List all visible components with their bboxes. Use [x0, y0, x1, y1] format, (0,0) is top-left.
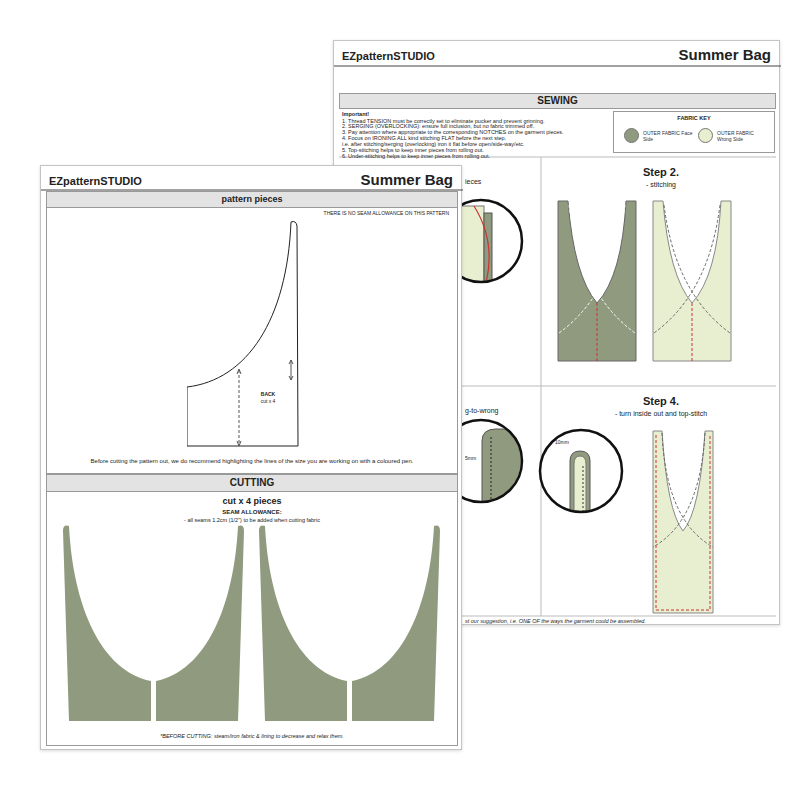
step-subtitle: g-to-wrong: [465, 407, 498, 415]
node-text: - all seams 1.2cm (1/2") to be added whe…: [47, 517, 457, 523]
drawing-path: [574, 456, 586, 513]
node-text: Summer Bag: [360, 171, 453, 188]
drawing-path: [653, 431, 713, 613]
node-text: Step 2.: [541, 166, 781, 179]
pattern-piece: BACKcut x 4: [187, 220, 299, 447]
note-heading: Important!: [342, 111, 369, 117]
step4-bag: [653, 431, 713, 613]
legend-text: OUTER FABRIC Face Side: [643, 130, 693, 142]
pattern-piece-outline: [187, 220, 299, 447]
step-panel: Step 4. - turn inside out and top-stitch: [541, 386, 781, 616]
drawing-path: [474, 206, 489, 283]
drawing-path: [597, 303, 598, 361]
drawing-path: [156, 526, 244, 721]
node-text: Before cutting the pattern out, we do re…: [47, 458, 457, 465]
drawing-g: [570, 451, 590, 513]
drawing-path: [653, 201, 731, 361]
drawing-path: [239, 370, 240, 446]
drawing-path: [583, 466, 584, 513]
node-text: THERE IS NO SEAM ALLOWANCE ON THIS PATTE…: [324, 211, 449, 217]
node-text: EZpatternSTUDIO: [342, 50, 435, 63]
pattern-sheet: EZpatternSTUDIO Summer Bag pattern piecesT…: [40, 165, 462, 750]
drawing-path: [570, 451, 590, 513]
header-rule: [334, 66, 781, 67]
dimension-label: 5mm: [465, 456, 476, 462]
legend-swatch: [698, 128, 713, 143]
node-text: SEAM ALLOWANCE:: [47, 509, 457, 516]
drawing-circle: [540, 430, 622, 512]
note-line: 3. Pay attention where appropriate to th…: [342, 129, 564, 135]
step-subtitle: ieces: [465, 178, 481, 186]
node-text: Summer Bag: [678, 46, 771, 63]
node-text: BACK: [251, 392, 285, 398]
drawing-g: [482, 429, 526, 503]
node-text: cut x 4: [251, 399, 285, 405]
step-panel: Step 2. - stitching: [541, 157, 781, 386]
node-text: cut x 4 pieces: [47, 496, 457, 506]
fabric-key-box: FABRIC KEY OUTER FABRIC Face Side OUTER FA…: [613, 111, 775, 153]
note-line: i.e. after stitching/serging (overlockin…: [342, 141, 525, 147]
drawing-path: [63, 526, 151, 721]
step2-bag-face: [558, 201, 636, 361]
dimension-label: 10mm: [555, 440, 569, 446]
node-text: - stitching: [541, 181, 781, 189]
section-band: SEWING: [339, 93, 776, 109]
drawing-path: [558, 201, 636, 361]
node-text: pattern pieces: [47, 192, 457, 208]
drawing-path: [259, 526, 347, 721]
drawing-path: [289, 360, 293, 380]
note-line: 4. Focus on IRONING ALL kind stitching F…: [342, 135, 506, 141]
legend-swatch: [624, 128, 639, 143]
node-text: *BEFORE CUTTING: steam/iron fabric & lin…: [47, 733, 457, 739]
node-text: EZpatternSTUDIO: [49, 175, 142, 188]
pattern-section: pattern piecesTHERE IS NO SEAM ALLOWANCE…: [46, 191, 458, 474]
drawing-path: [237, 369, 241, 446]
drawing-path: [491, 437, 492, 503]
drawing-circle: [540, 430, 622, 512]
drawing-path: [187, 222, 298, 447]
drawing-path: [656, 435, 710, 610]
footnote: st our suggestion, i.e. ONE OF the ways …: [465, 618, 646, 624]
note-line: 6. Under-stitching helps to keep inner p…: [342, 153, 490, 159]
legend-text: OUTER FABRIC Wrong Side: [717, 130, 767, 142]
cutting-section: CUTTING cut x 4 piecesSEAM ALLOWANCE:- al…: [46, 474, 458, 746]
note-line: 2. SERGING (OVERLOCKING): ensure full in…: [342, 123, 534, 129]
node-text: Step 4.: [541, 395, 781, 408]
drawing-path: [352, 526, 440, 721]
node-text: SEWING: [340, 95, 775, 107]
cut-pieces: [63, 526, 440, 721]
drawing-path: [692, 303, 693, 361]
drawing-path: [653, 433, 713, 547]
node-text: CUTTING: [47, 475, 457, 492]
drawing-path: [482, 429, 526, 503]
step2-bag-wrong: [653, 201, 731, 361]
note-line: 5. Top-stitching helps to keep inner pie…: [342, 147, 484, 153]
note-line: 1. Thread TENSION must be correctly set …: [342, 118, 544, 124]
step4-detail: [540, 430, 622, 513]
node-text: - turn inside out and top-stitch: [541, 410, 781, 418]
node-text: FABRIC KEY: [614, 115, 774, 121]
